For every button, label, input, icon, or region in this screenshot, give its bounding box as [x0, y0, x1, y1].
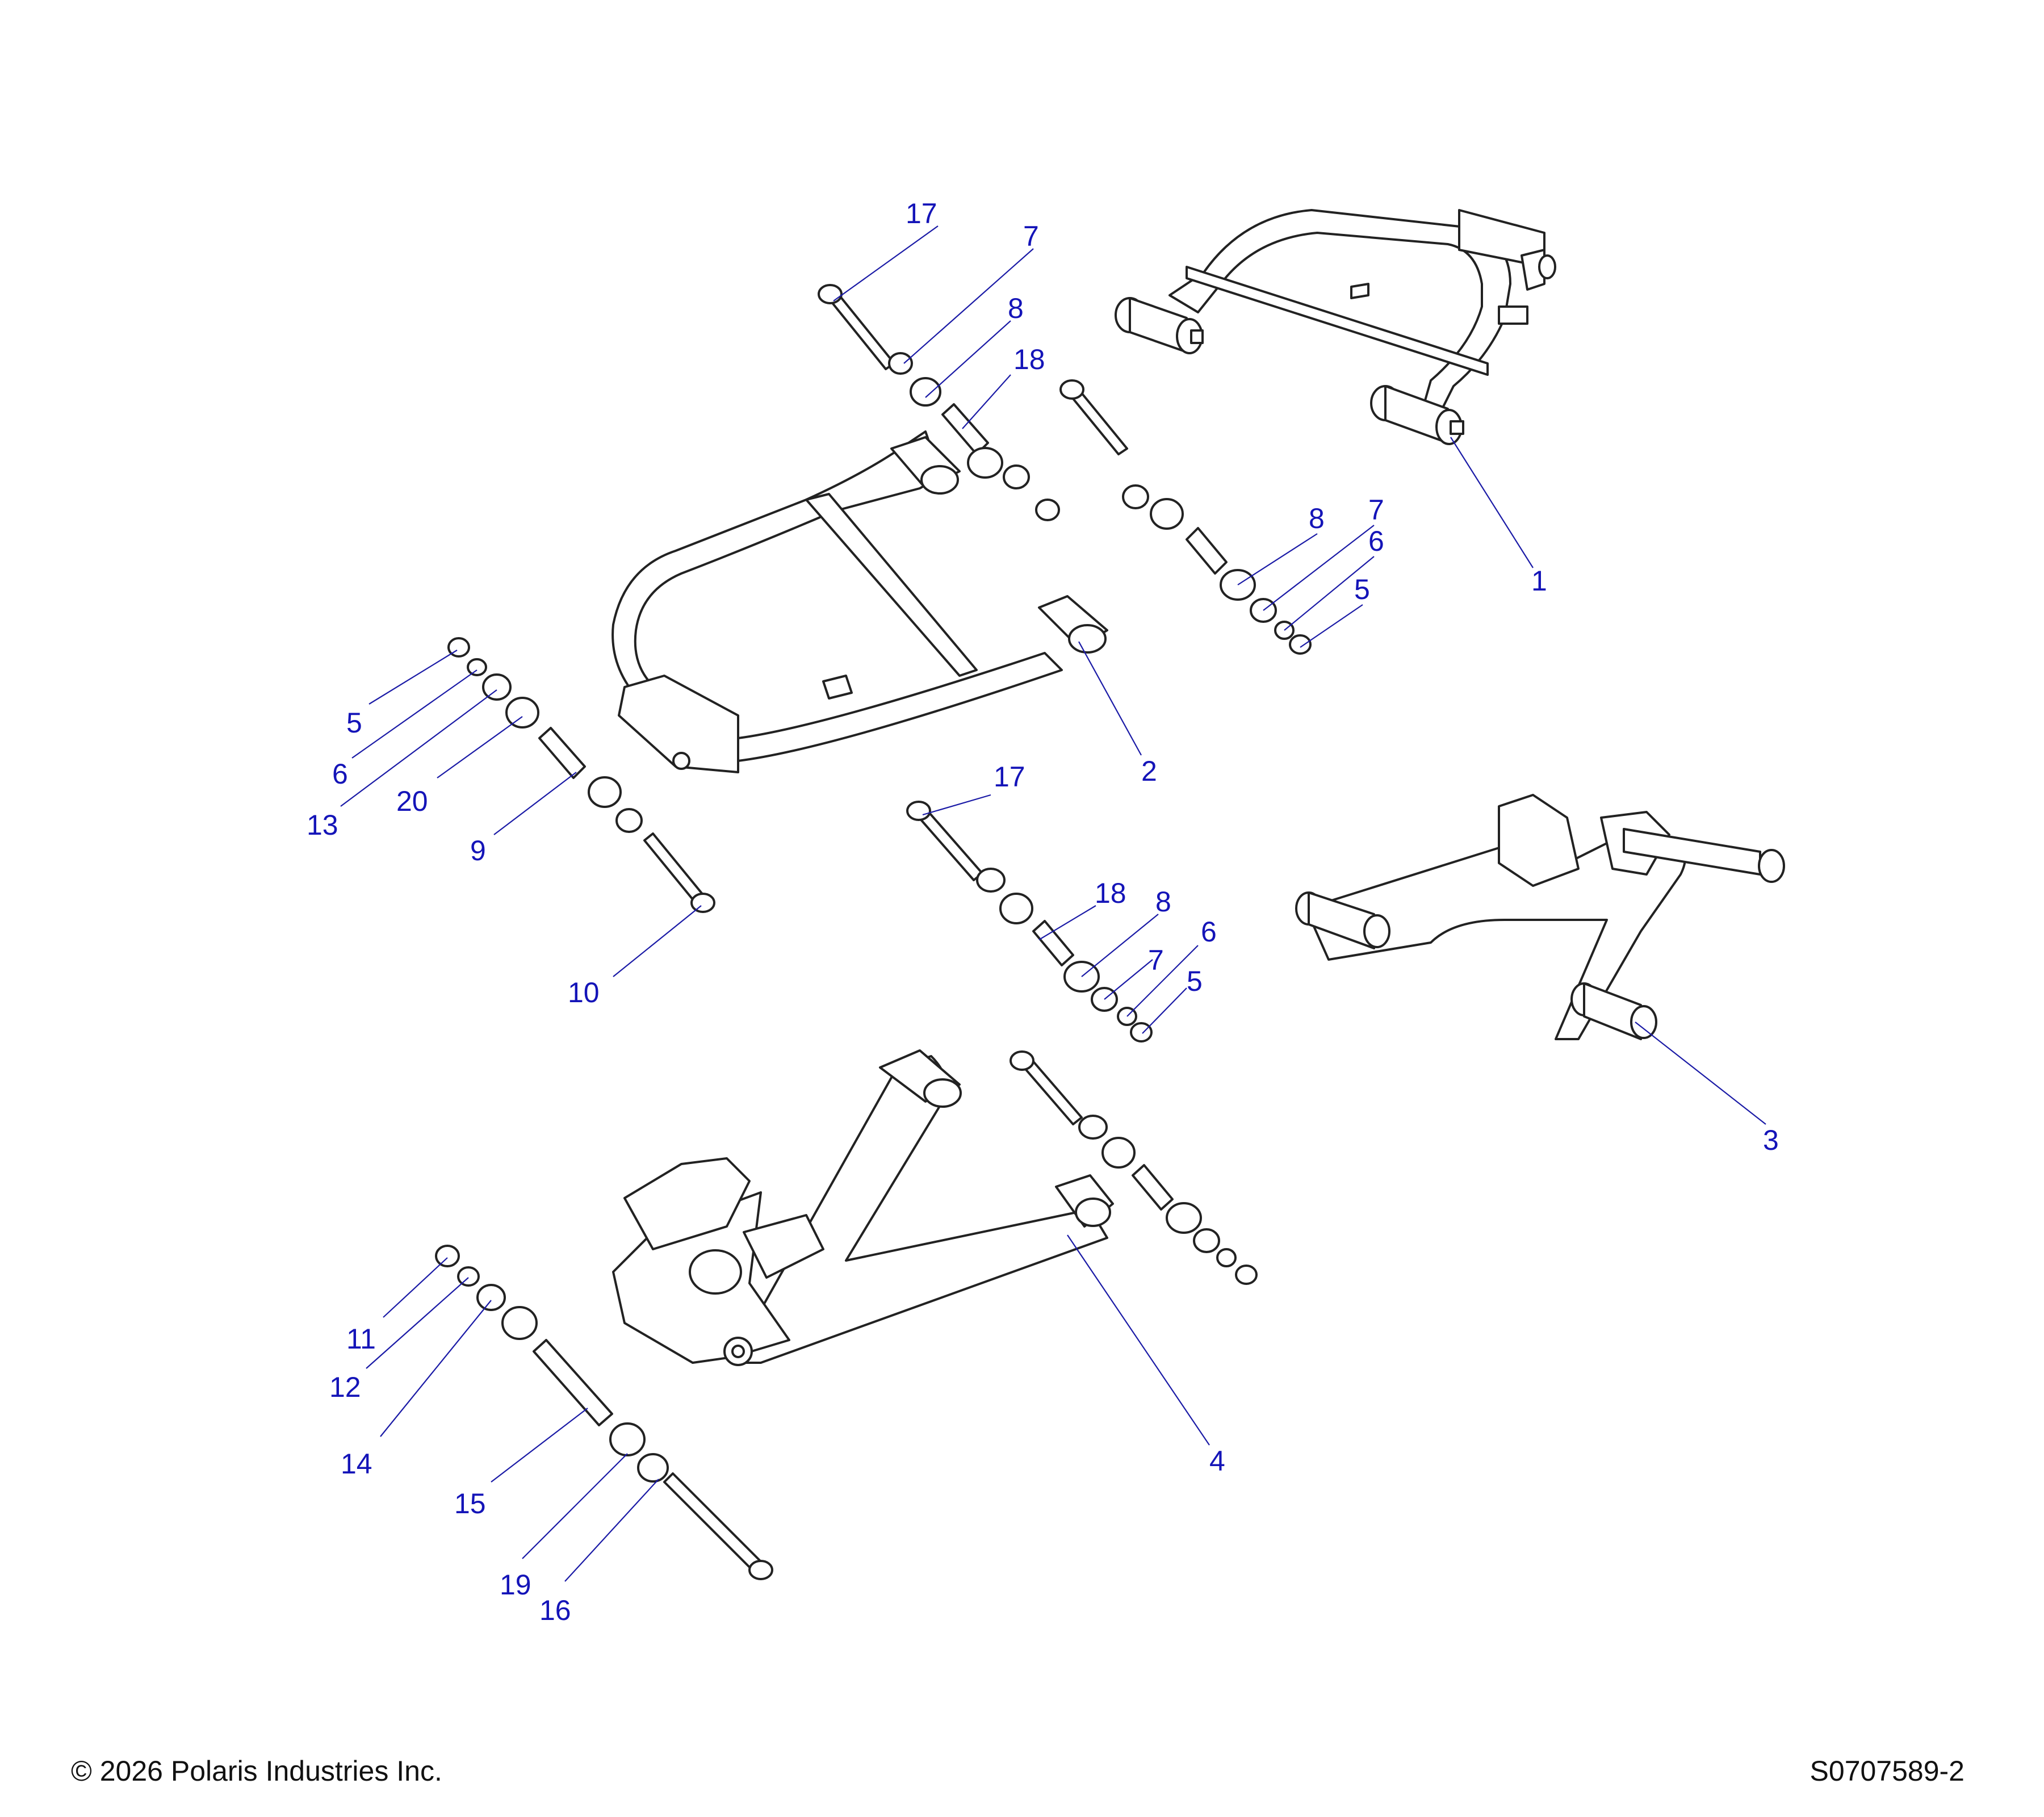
callout-13: 13 [307, 809, 338, 841]
callout-1: 1 [1531, 565, 1547, 597]
callout-5: 5 [1187, 965, 1203, 997]
part-4-lower-a-arm [612, 1049, 1114, 1366]
callout-8: 8 [1155, 886, 1171, 918]
callout-15: 15 [454, 1488, 486, 1519]
leader-lines [340, 225, 1766, 1582]
part-3-lower-a-arm [1295, 794, 1785, 1040]
callout-8: 8 [1309, 503, 1325, 534]
callout-20: 20 [396, 785, 428, 817]
part-2-upper-a-arm [611, 430, 1108, 773]
callout-5: 5 [1354, 573, 1370, 605]
callout-2: 2 [1141, 755, 1157, 787]
hardware-stack-middle-right [906, 801, 1153, 1043]
callout-7: 7 [1368, 494, 1384, 526]
callout-10: 10 [568, 977, 600, 1008]
part-1-upper-a-arm [1115, 209, 1556, 445]
callout-8: 8 [1008, 292, 1024, 324]
hardware-stack-lower-right [1010, 1050, 1258, 1285]
callout-12: 12 [329, 1371, 361, 1403]
copyright-notice: © 2026 Polaris Industries Inc. [71, 1755, 442, 1787]
callout-18: 18 [1095, 877, 1126, 909]
hardware-stack-lower-left [435, 1245, 773, 1580]
callout-3: 3 [1763, 1124, 1779, 1156]
hardware-stack-middle-left [447, 637, 715, 913]
callout-7: 7 [1023, 220, 1039, 252]
callout-11: 11 [346, 1323, 376, 1355]
callout-6: 6 [332, 758, 348, 790]
callout-9: 9 [470, 835, 486, 866]
callout-18: 18 [1013, 344, 1045, 375]
callout-17: 17 [906, 198, 937, 229]
callout-labels: 17 7 8 18 1 8 7 6 5 2 5 6 13 20 9 10 17 … [307, 198, 1779, 1626]
callout-19: 19 [500, 1569, 531, 1601]
callout-17: 17 [994, 761, 1025, 793]
hardware-stack-upper-rear [1059, 379, 1312, 655]
callout-14: 14 [341, 1448, 372, 1480]
callout-5: 5 [346, 707, 362, 739]
callout-6: 6 [1201, 916, 1217, 948]
callout-16: 16 [539, 1594, 571, 1626]
callout-4: 4 [1209, 1445, 1225, 1477]
callout-7: 7 [1148, 944, 1164, 976]
callout-6: 6 [1368, 525, 1384, 557]
drawing-number: S0707589-2 [1810, 1755, 1965, 1787]
